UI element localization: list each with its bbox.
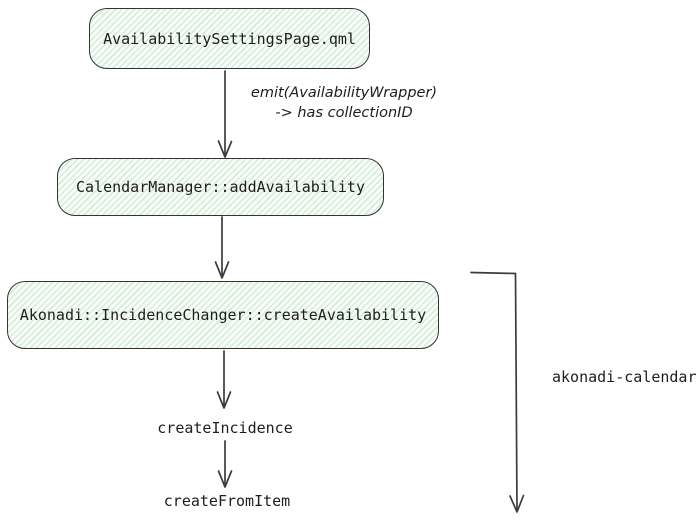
node-create-incidence: createIncidence (157, 419, 293, 437)
arrow-manager-to-changer (214, 216, 230, 279)
node-label: AvailabilitySettingsPage.qml (103, 29, 356, 48)
edge-label-emit-line2: -> has collectionID (275, 105, 413, 121)
node-calendar-manager-add-availability: CalendarManager::addAvailability (57, 158, 384, 216)
arrow-akonadi-calendar-scope (470, 271, 525, 513)
node-label: Akonadi::IncidenceChanger::createAvailab… (19, 306, 427, 324)
node-availability-settings-page: AvailabilitySettingsPage.qml (89, 8, 370, 69)
arrow-changer-to-create-incidence (216, 350, 232, 409)
arrow-create-incidence-to-create-from-item (217, 440, 233, 488)
node-create-from-item: createFromItem (163, 492, 291, 510)
edge-label-emit: emit(AvailabilityWrapper) -> has collect… (246, 83, 442, 123)
edge-label-emit-line1: emit(AvailabilityWrapper) (250, 85, 438, 101)
node-label: CalendarManager::addAvailability (76, 178, 365, 196)
edge-label-akonadi-calendar: akonadi-calendar (552, 368, 697, 386)
arrow-settings-to-manager (217, 70, 233, 158)
node-incidence-changer-create-availability: Akonadi::IncidenceChanger::createAvailab… (7, 281, 439, 349)
